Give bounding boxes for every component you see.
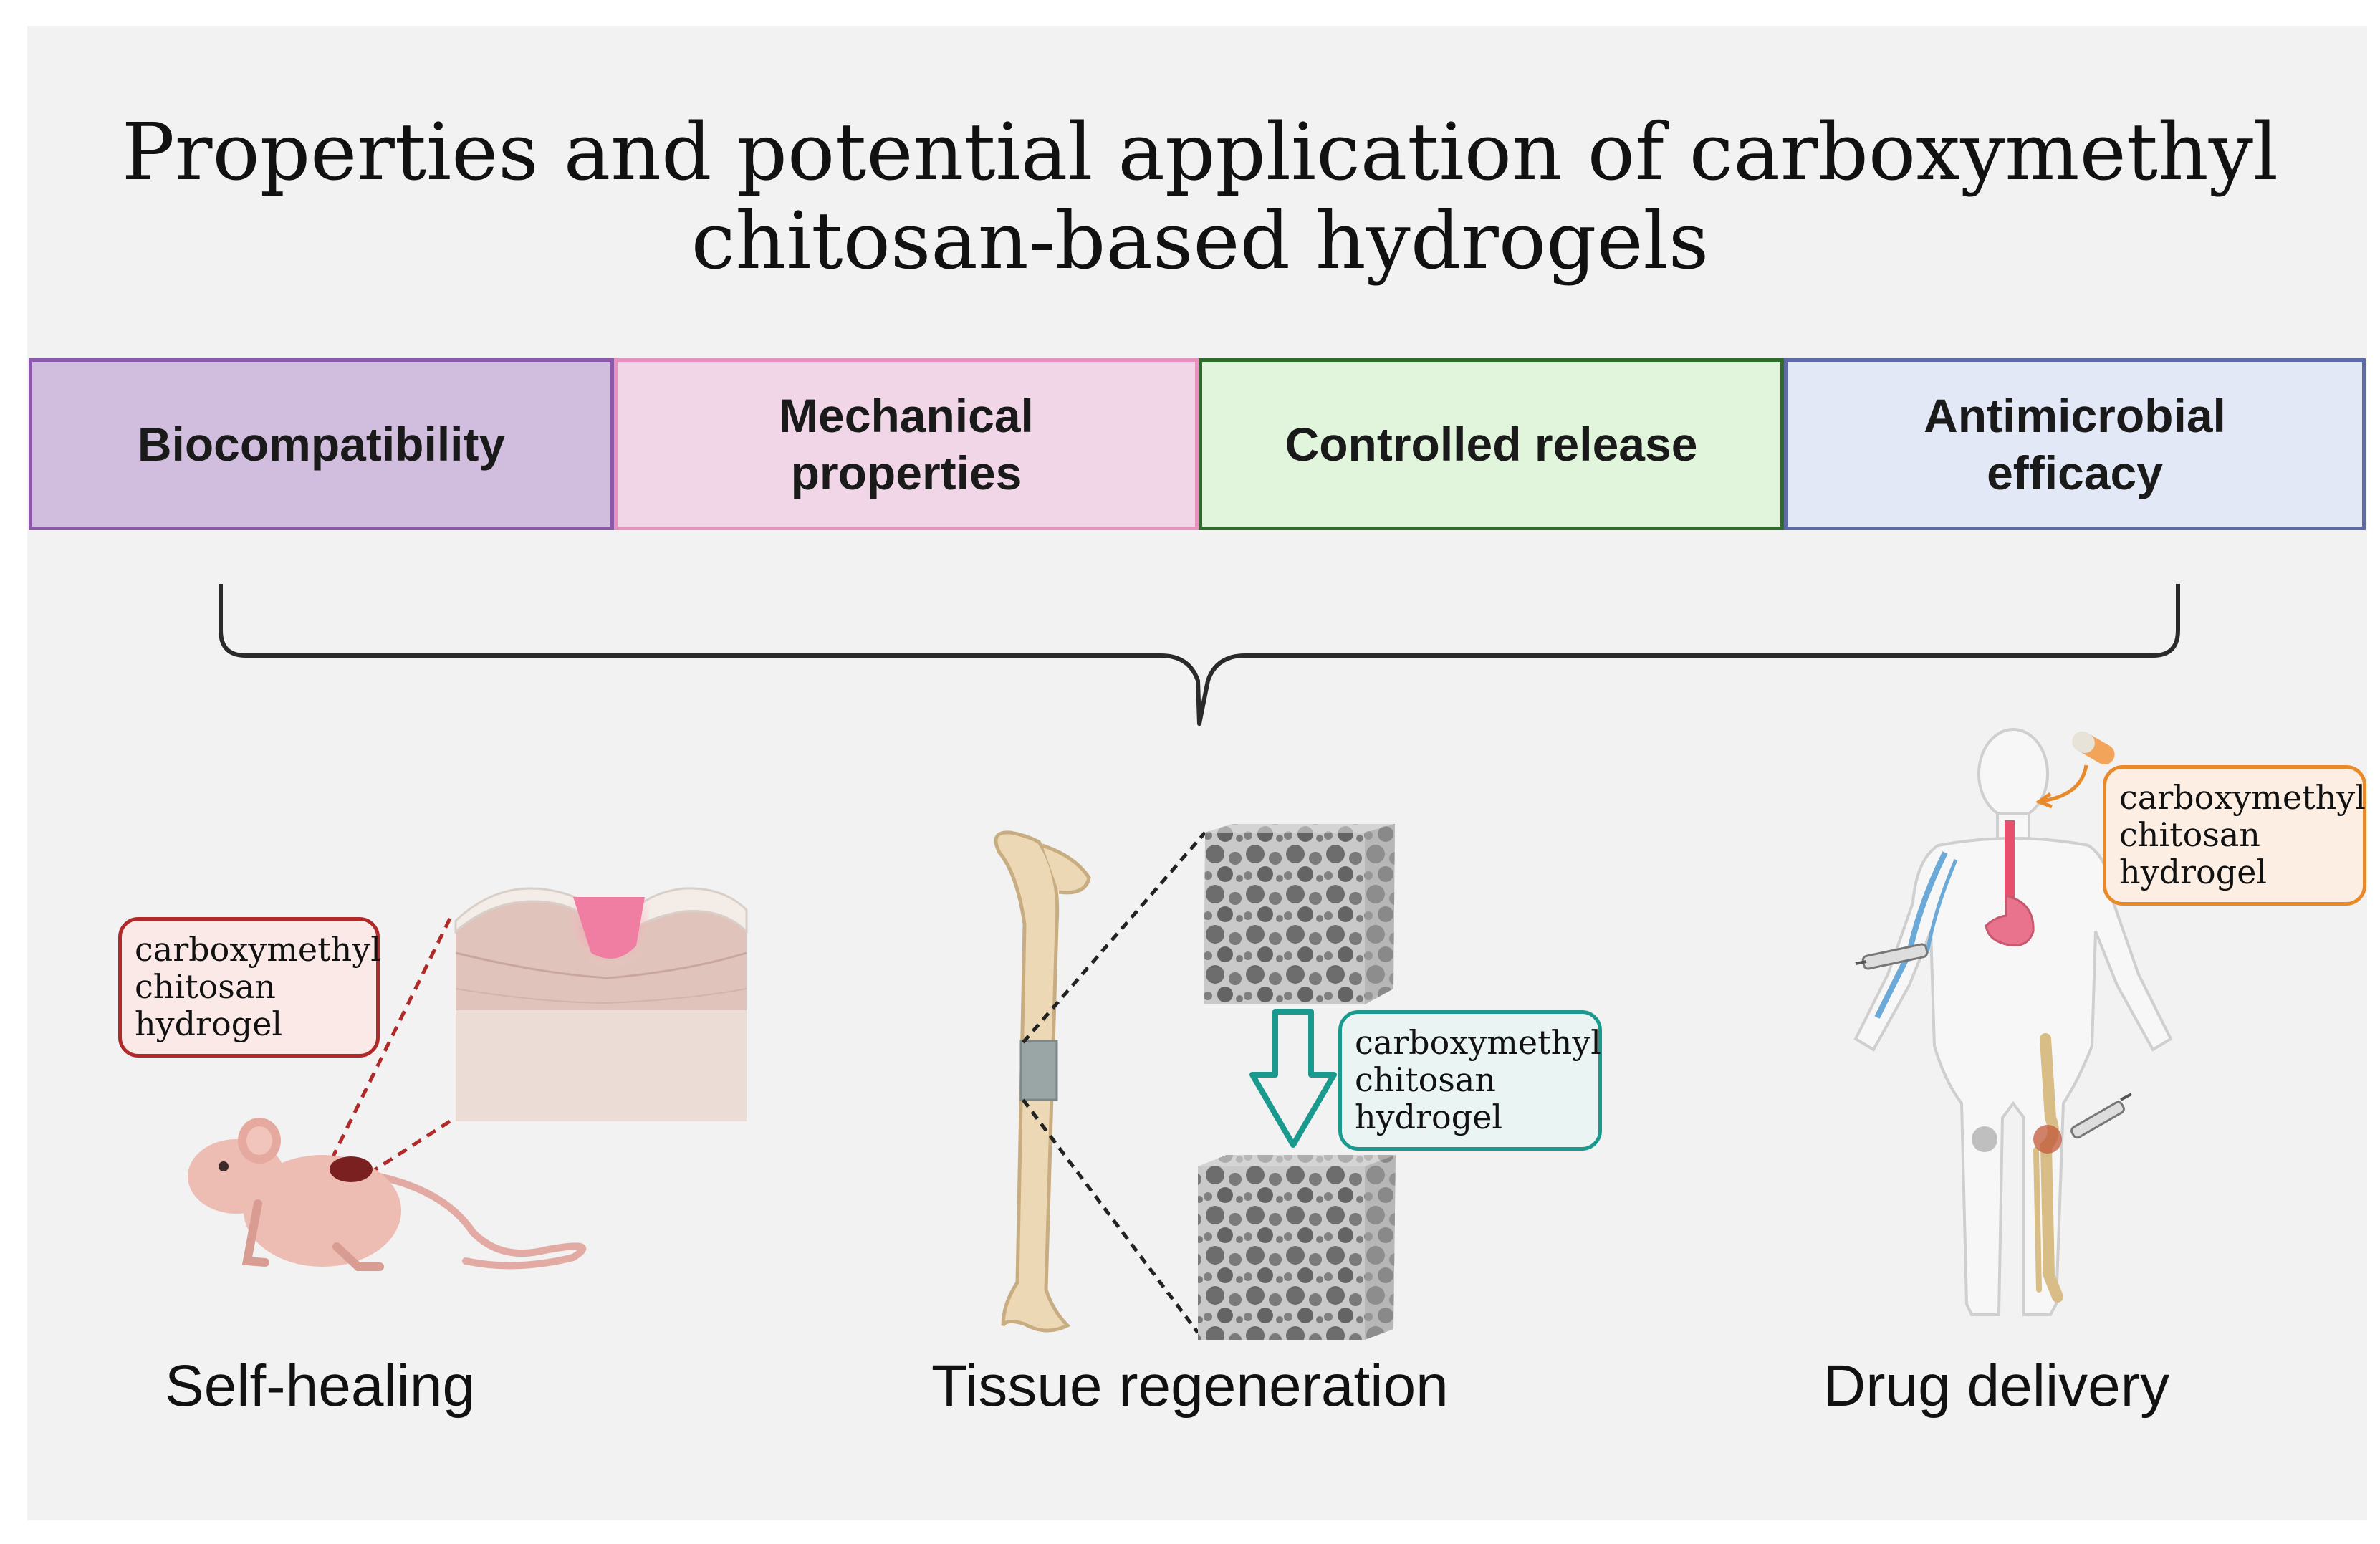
property-mechanical: Mechanical properties <box>614 358 1199 530</box>
stomach <box>1985 894 2035 946</box>
property-label: efficacy <box>1987 446 2163 499</box>
callout-text: hydrogel <box>1355 1098 1503 1136</box>
callout-text: hydrogel <box>135 1004 283 1043</box>
grouping-brace <box>219 584 2180 726</box>
arm-veins <box>1925 859 1958 954</box>
property-label: Mechanical <box>779 389 1034 442</box>
femur-bone-icon <box>994 830 1091 1333</box>
callout-text: carboxymethyl <box>1355 1023 1601 1062</box>
skin-wound-icon <box>454 887 748 1121</box>
property-controlled-release: Controlled release <box>1199 358 1784 530</box>
title-line-1: Properties and potential application of … <box>121 106 2279 198</box>
property-label: Controlled release <box>1285 418 1698 471</box>
callout-text: carboxymethyl <box>135 930 381 969</box>
property-label: Antimicrobial <box>1924 389 2226 442</box>
hydrogel-callout: carboxymethyl chitosan hydrogel <box>2103 765 2366 906</box>
property-label: Biocompatibility <box>137 418 506 471</box>
callout-text: carboxymethyl <box>2119 778 2366 817</box>
callout-text: chitosan <box>2119 815 2260 854</box>
zoom-line <box>1022 1098 1199 1334</box>
leg-bone-icon <box>2033 1033 2063 1303</box>
figure-title: Properties and potential application of … <box>72 107 2328 285</box>
syringe-icon <box>2070 1093 2132 1139</box>
knee-bruise <box>1972 1126 1997 1152</box>
syringe-icon <box>1855 943 1929 970</box>
callout-text: chitosan <box>135 967 276 1006</box>
property-biocompatibility: Biocompatibility <box>29 358 614 530</box>
human-body-icon <box>1853 728 2173 1316</box>
application-self-healing: Self-healing <box>165 1353 476 1419</box>
porous-scaffold-icon <box>1198 1155 1396 1340</box>
application-drug-delivery: Drug delivery <box>1823 1353 2170 1419</box>
hydrogel-callout: carboxymethyl chitosan hydrogel <box>1338 1010 1602 1151</box>
hydrogel-callout: carboxymethyl chitosan hydrogel <box>118 917 381 1058</box>
capsule-arrow <box>2041 764 2088 803</box>
application-tissue-regeneration: Tissue regeneration <box>931 1353 1449 1419</box>
property-label: properties <box>790 446 1022 499</box>
capsule-icon <box>2072 732 2115 764</box>
zoom-line <box>329 917 452 1162</box>
down-arrow-icon <box>1249 1009 1337 1148</box>
property-antimicrobial: Antimicrobial efficacy <box>1784 358 2366 530</box>
callout-text: hydrogel <box>2119 853 2268 891</box>
mouse-icon <box>188 1118 587 1271</box>
porous-scaffold-icon <box>1204 824 1395 1004</box>
zoom-line <box>1022 831 1206 1044</box>
callout-text: chitosan <box>1355 1060 1496 1099</box>
title-line-2: chitosan-based hydrogels <box>691 195 1709 287</box>
zoom-line <box>365 1119 451 1177</box>
